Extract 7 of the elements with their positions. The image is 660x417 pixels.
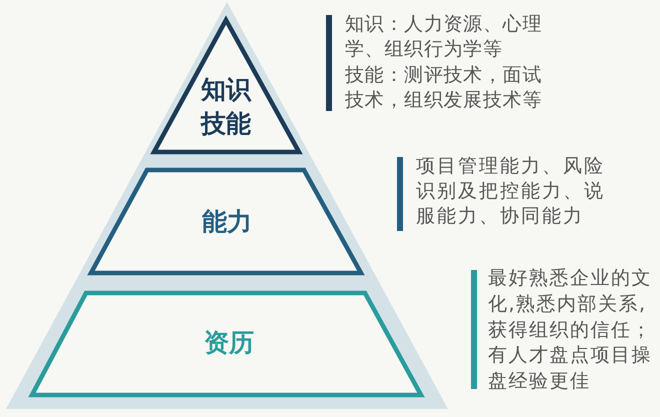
tier-label: 资历 bbox=[203, 327, 255, 359]
tier-description: 知识：人力资源、心理学、组织行为学等 bbox=[345, 12, 543, 62]
tier-description: 最好熟悉企业的文化,熟悉内部关系,获得组织的信任；有人才盘点项目操盘经验更佳 bbox=[488, 266, 653, 394]
tier-label: 能力 bbox=[201, 206, 253, 238]
tier-label: 知识技能 bbox=[199, 74, 252, 140]
tier-description: 技能：测评技术，面试技术，组织发展技术等 bbox=[345, 62, 543, 113]
tier-description: 项目管理能力、风险识别及把控能力、说服能力、协同能力 bbox=[416, 154, 606, 229]
